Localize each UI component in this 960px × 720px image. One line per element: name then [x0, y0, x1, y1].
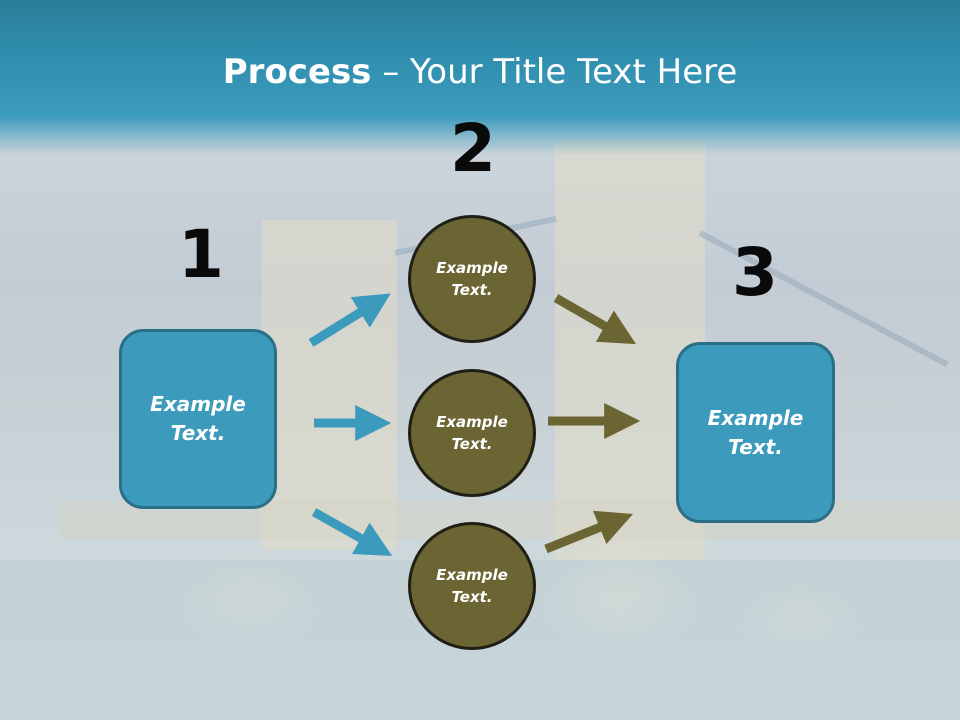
circle-line1: Example	[436, 565, 508, 584]
circle-line2: Text.	[451, 588, 493, 606]
step-number-1: 1	[178, 216, 224, 293]
slide-title: Process – Your Title Text Here	[0, 52, 960, 92]
bridge-tower-left	[262, 220, 397, 550]
circle-line1: Example	[436, 412, 508, 431]
step-number-3: 3	[732, 234, 778, 311]
right-box-line2: Text.	[728, 434, 783, 459]
circle-line2: Text.	[451, 281, 493, 299]
arrow-icon	[553, 294, 637, 345]
circle-line2: Text.	[451, 435, 493, 453]
arrow-icon	[308, 293, 391, 347]
left-box-line1: Example	[150, 392, 246, 416]
title-bold: Process	[222, 52, 372, 92]
arrow-icon	[544, 510, 634, 554]
left-box-line2: Text.	[170, 421, 226, 445]
step-number-2: 2	[450, 110, 496, 187]
arrow-icon	[311, 508, 393, 556]
circle-line1: Example	[436, 258, 508, 277]
title-rest: – Your Title Text Here	[371, 52, 738, 92]
title-band	[0, 0, 960, 155]
right-box-line1: Example	[707, 405, 804, 430]
